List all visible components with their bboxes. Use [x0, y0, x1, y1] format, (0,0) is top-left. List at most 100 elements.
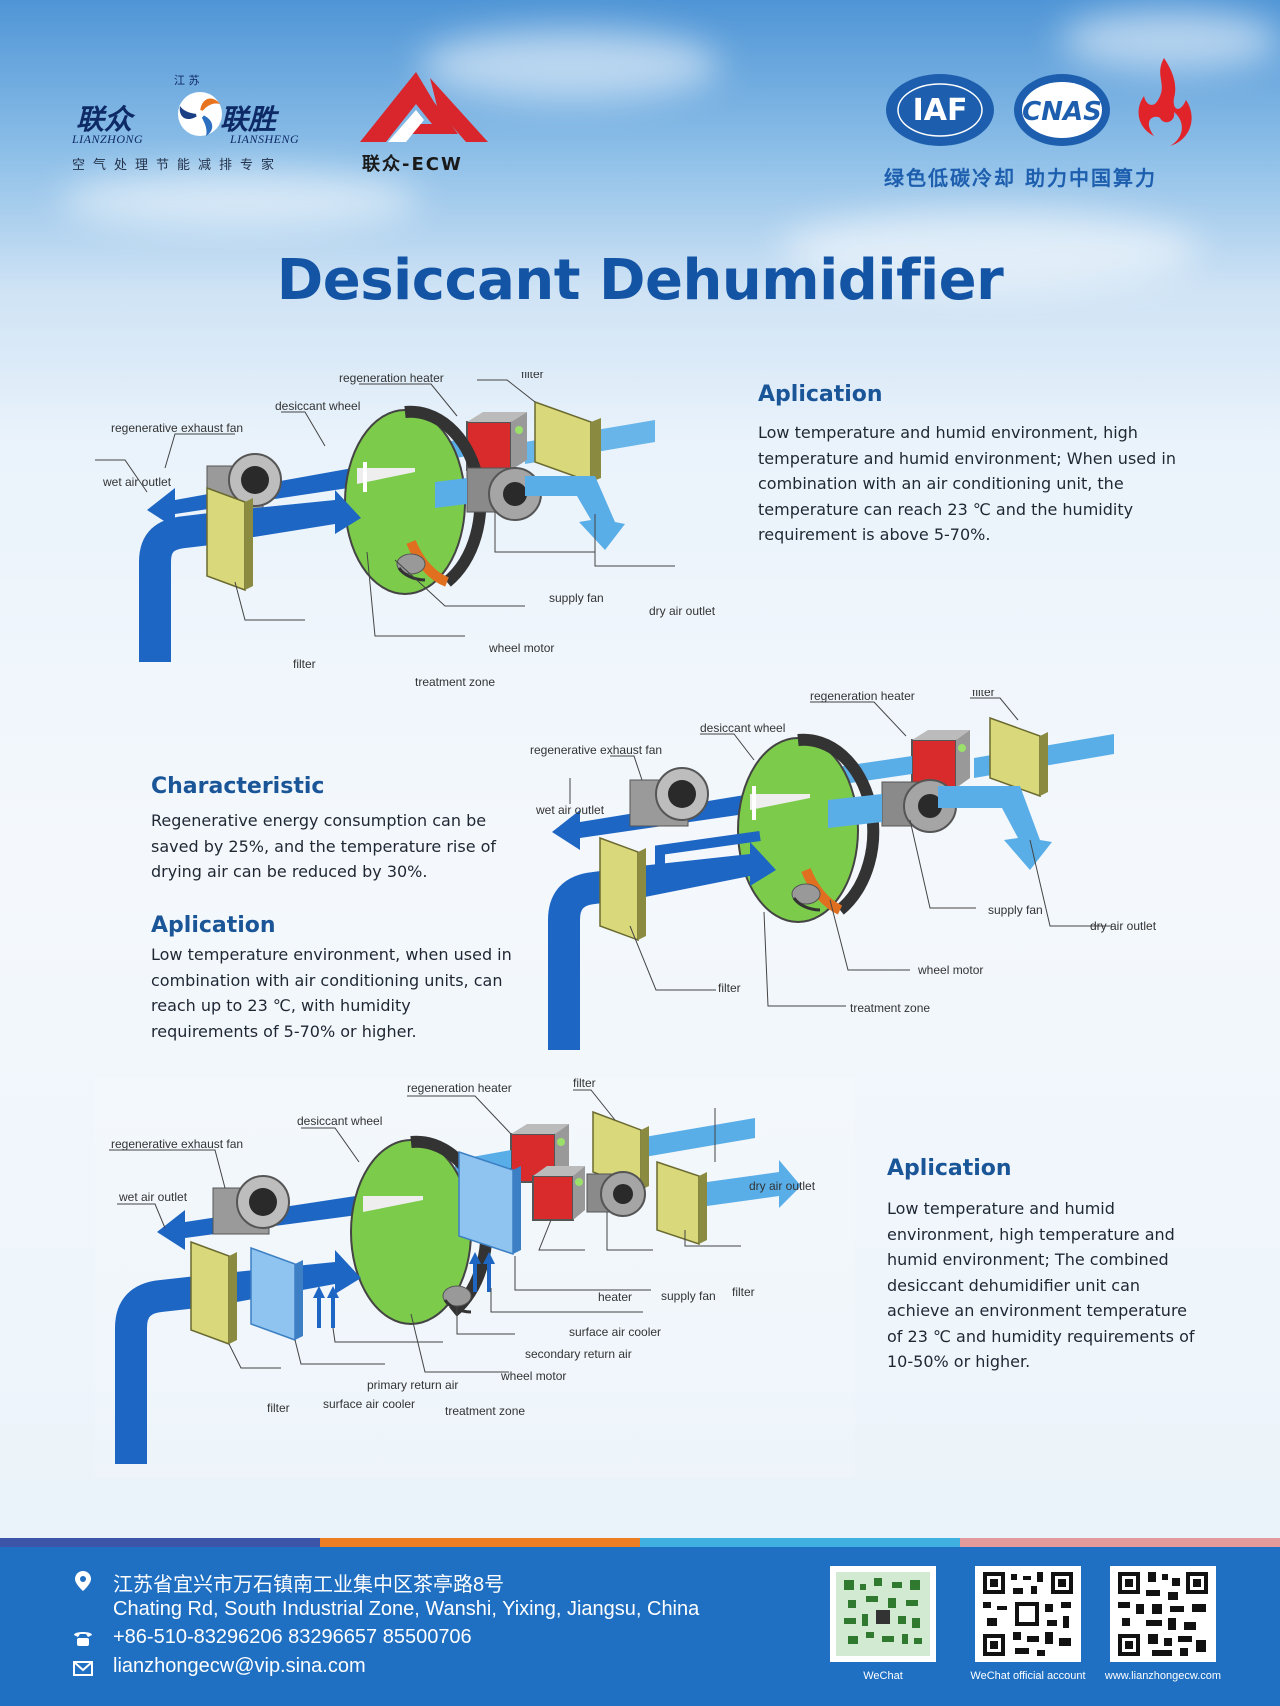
d2-regenerative-exhaust-fan-label: regenerative exhaust fan — [530, 743, 662, 757]
app1-text: Low temperature and humid environment, h… — [758, 423, 1176, 544]
lianzhong-en: LIANZHONG — [72, 132, 144, 146]
app1-title: Aplication — [758, 382, 883, 407]
lianzhong-liansheng-logo: 江 苏 联众 联胜 LIANZHONG LIANSHENG 空气处理节能减排专家 — [70, 72, 320, 182]
d3-regenerative-exhaust-fan-label: regenerative exhaust fan — [111, 1137, 243, 1151]
app2-text: Low temperature environment, when used i… — [151, 945, 512, 1041]
d2-filter-bottom-label: filter — [718, 981, 741, 995]
d2-regeneration-heater-label: regeneration heater — [810, 690, 915, 703]
jiangsu-label: 江 苏 — [174, 74, 200, 87]
phone-icon — [74, 1632, 92, 1646]
app2-title: Aplication — [151, 913, 276, 938]
d1-wet-air-outlet-label: wet air outlet — [102, 475, 172, 489]
wheel-motor-icon — [791, 883, 821, 912]
regenerative-exhaust-fan-icon — [629, 767, 709, 827]
d1-dry-air-outlet-label: dry air outlet — [649, 604, 716, 618]
app3-text: Low temperature and humid environment, h… — [887, 1199, 1195, 1371]
pinwheel-logo-icon — [178, 92, 222, 136]
slogan: 绿色低碳冷却 助力中国算力 — [884, 166, 1157, 190]
page-title: Desiccant Dehumidifier — [276, 248, 1004, 313]
d3-filter-right-label: filter — [732, 1285, 755, 1299]
secondary-return-air-arrows-icon — [469, 1252, 495, 1292]
footer-email: lianzhongecw@vip.sina.com — [113, 1655, 366, 1677]
d3-desiccant-wheel-label: desiccant wheel — [297, 1114, 382, 1128]
footer-stripe — [640, 1538, 960, 1547]
footer-stripe — [320, 1538, 640, 1547]
filter-right-icon — [656, 1160, 707, 1246]
d2-treatment-zone-label: treatment zone — [850, 1001, 930, 1015]
wheel-motor-icon — [442, 1285, 472, 1314]
filter-top-icon — [534, 400, 601, 484]
website-qr-caption: www.lianzhongecw.com — [1104, 1670, 1222, 1682]
flame-emblem-icon — [1138, 58, 1192, 146]
d2-wet-air-outlet-label: wet air outlet — [535, 803, 605, 817]
filter-bottom-icon — [206, 486, 253, 592]
wechat-qr[interactable] — [830, 1566, 936, 1662]
d1-regeneration-heater-label: regeneration heater — [339, 372, 444, 385]
primary-return-air-arrows-icon — [313, 1286, 339, 1328]
website-qr-icon — [1118, 1572, 1208, 1656]
footer-stripe — [0, 1538, 320, 1547]
heater-icon — [532, 1166, 585, 1221]
d1-supply-fan-label: supply fan — [549, 591, 604, 605]
ecw-logo: 联众-ECW — [358, 70, 490, 176]
wechat-official-account-qr[interactable] — [975, 1566, 1081, 1662]
email-icon — [73, 1661, 93, 1676]
d1-filter-bottom-label: filter — [293, 657, 316, 671]
regeneration-heater-icon — [911, 730, 970, 789]
d2-desiccant-wheel-label: desiccant wheel — [700, 721, 785, 735]
surface-air-cooler-right-icon — [458, 1150, 521, 1256]
characteristic-text: Regenerative energy consumption can be s… — [151, 811, 497, 881]
d3-secondary-return-air-label: secondary return air — [525, 1347, 632, 1361]
diagram-3: regeneration heater filter desiccant whe… — [95, 1078, 855, 1478]
diagram-1: regeneration heater filter desiccant whe… — [95, 372, 716, 689]
regeneration-heater-icon — [466, 412, 527, 471]
d3-filter-top-label: filter — [573, 1078, 596, 1090]
d3-surface-air-cooler-left-label: surface air cooler — [323, 1397, 415, 1411]
cnas-text: CNAS — [1022, 97, 1102, 127]
d1-treatment-zone-label: treatment zone — [415, 675, 495, 689]
iaf-text: IAF — [913, 93, 968, 128]
d3-wheel-motor-label: wheel motor — [500, 1369, 566, 1383]
d2-wheel-motor-label: wheel motor — [917, 963, 983, 977]
d1-wheel-motor-label: wheel motor — [488, 641, 554, 655]
d1-regenerative-exhaust-fan-label: regenerative exhaust fan — [111, 421, 243, 435]
wheel-motor-icon — [396, 553, 426, 582]
d3-filter-bottom-label: filter — [267, 1401, 290, 1415]
d2-dry-air-outlet-label: dry air outlet — [1090, 919, 1157, 933]
footer-address-en: Chating Rd, South Industrial Zone, Wansh… — [113, 1598, 700, 1620]
diagram-2: regeneration heater filter desiccant whe… — [530, 690, 1157, 1050]
app3-title: Aplication — [887, 1156, 1012, 1181]
wechat-qr-caption: WeChat — [863, 1670, 903, 1682]
filter-top-icon — [592, 1110, 649, 1192]
d3-wet-air-outlet-label: wet air outlet — [118, 1190, 188, 1204]
official-account-qr-caption: WeChat official account — [970, 1670, 1086, 1682]
d1-desiccant-wheel-label: desiccant wheel — [275, 399, 360, 413]
d3-treatment-zone-label: treatment zone — [445, 1404, 525, 1418]
website-qr[interactable] — [1110, 1566, 1216, 1662]
lianzhong-cn: 联众 — [76, 103, 133, 136]
ecw-triangle-icon — [360, 72, 488, 142]
d3-surface-air-cooler-right-label: surface air cooler — [569, 1325, 661, 1339]
cnas-badge-icon: CNAS — [1014, 74, 1110, 146]
liansheng-en: LIANSHENG — [230, 132, 300, 146]
d3-primary-return-air-label: primary return air — [367, 1378, 458, 1392]
regenerative-exhaust-fan-icon — [212, 1175, 290, 1235]
d3-heater-label: heater — [598, 1290, 632, 1304]
filter-top-icon — [989, 716, 1048, 798]
footer-stripe — [960, 1538, 1280, 1547]
wechat-qr-icon — [836, 1572, 930, 1656]
tagline: 空气处理节能减排专家 — [72, 158, 283, 173]
d2-filter-top-label: filter — [972, 690, 995, 699]
ecw-name: 联众-ECW — [362, 154, 463, 175]
liansheng-cn: 联胜 — [220, 103, 277, 136]
d1-filter-top-label: filter — [521, 372, 544, 381]
characteristic-title: Characteristic — [151, 774, 325, 799]
footer-address-cn: 江苏省宜兴市万石镇南工业集中区茶亭路8号 — [113, 1574, 505, 1596]
supply-fan-icon — [586, 1171, 646, 1217]
filter-bottom-icon — [599, 836, 646, 942]
d3-supply-fan-label: supply fan — [661, 1289, 716, 1303]
footer-phone: +86-510-83296206 83296657 85500706 — [113, 1626, 472, 1648]
location-pin-icon — [75, 1571, 91, 1591]
filter-bottom-icon — [190, 1240, 237, 1346]
official-account-qr-icon — [983, 1572, 1073, 1656]
